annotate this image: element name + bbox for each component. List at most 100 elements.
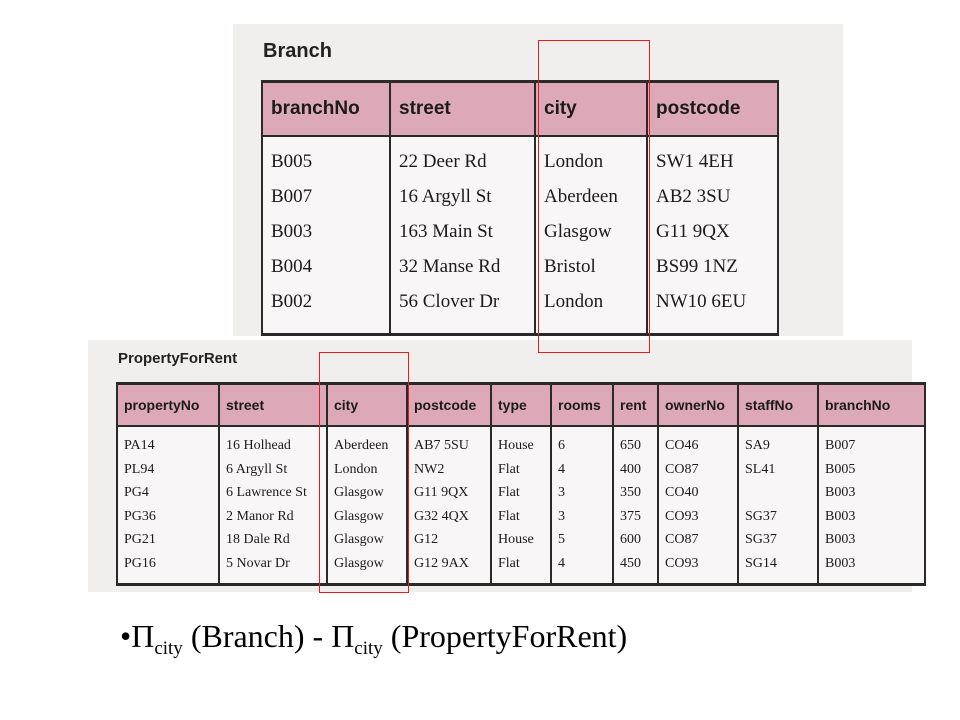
second-relation: (PropertyForRent) <box>382 618 628 654</box>
projection-attribute: city <box>354 638 383 659</box>
table-cell: B004 <box>271 256 313 277</box>
table-cell: B005 <box>825 461 856 477</box>
table-cell: 16 Argyll St <box>399 186 492 207</box>
table-cell: 18 Dale Rd <box>226 532 290 548</box>
table-cell: NW10 6EU <box>656 291 747 312</box>
table-cell: SL41 <box>745 461 776 477</box>
branch-city-highlight-box <box>538 40 650 353</box>
table-cell: B002 <box>271 291 313 312</box>
branch-table-title: Branch <box>263 40 332 62</box>
table-cell: 4 <box>558 461 565 477</box>
table-cell: CO93 <box>665 508 699 524</box>
column-header-postcode: postcode <box>406 382 492 427</box>
table-cell: 56 Clover Dr <box>399 291 500 312</box>
bullet: • <box>120 618 132 654</box>
table-cell: CO46 <box>665 438 699 453</box>
table-cell: G12 <box>414 532 439 548</box>
table-cell: 3 <box>558 485 565 501</box>
table-cell: G11 9QX <box>656 221 730 242</box>
table-cell: SG37 <box>745 532 777 548</box>
column-header-staffno: staffNo <box>737 382 819 427</box>
column-values-street: 22 Deer Rd 16 Argyll St 163 Main St 32 Mans… <box>389 136 536 336</box>
table-cell: 375 <box>620 508 641 524</box>
table-cell: CO93 <box>665 555 699 571</box>
column-header-city: city <box>534 80 648 137</box>
table-cell: PA14 <box>124 438 155 453</box>
table-cell: CO87 <box>665 532 699 548</box>
table-cell: Glasgow <box>334 485 384 501</box>
table-cell: London <box>544 291 604 312</box>
column-header-street: street <box>218 382 328 427</box>
table-cell: PL94 <box>124 461 155 477</box>
table-cell: 163 Main St <box>399 221 493 242</box>
table-cell: 5 Novar Dr <box>226 555 290 571</box>
table-cell: 5 <box>558 532 565 548</box>
table-cell: SG14 <box>745 555 777 571</box>
column-header-rent: rent <box>612 382 659 427</box>
table-cell: 3 <box>558 508 565 524</box>
table-cell: 400 <box>620 461 641 477</box>
table-cell: 16 Holhead <box>226 438 291 453</box>
table-cell: CO40 <box>665 485 699 501</box>
table-cell: G12 9AX <box>414 555 469 571</box>
column-header-branchno: branchNo <box>817 382 926 427</box>
projection-attribute: city <box>154 638 183 659</box>
table-cell: SA9 <box>745 438 770 453</box>
table-cell: PG4 <box>124 485 149 501</box>
table-cell: Bristol <box>544 256 596 277</box>
table-cell: Glasgow <box>334 508 384 524</box>
table-cell: B003 <box>271 221 313 242</box>
table-cell: B003 <box>825 485 856 501</box>
table-cell: London <box>544 151 604 172</box>
relational-algebra-expression: •Πcity (Branch) - Πcity (PropertyForRent… <box>120 618 627 660</box>
table-cell: SW1 4EH <box>656 151 734 172</box>
table-cell: 22 Deer Rd <box>399 151 487 172</box>
table-cell: PG16 <box>124 555 156 571</box>
table-cell: Glasgow <box>544 221 612 242</box>
table-cell: House <box>498 532 534 548</box>
table-cell: CO87 <box>665 461 699 477</box>
table-cell: PG21 <box>124 532 156 548</box>
table-cell: 600 <box>620 532 641 548</box>
column-header-propertyno: propertyNo <box>116 382 220 427</box>
property-city-highlight-box <box>319 352 409 593</box>
table-cell: 2 Manor Rd <box>226 508 294 524</box>
column-header-city: city <box>326 382 408 427</box>
table-cell: G11 9QX <box>414 485 469 501</box>
table-cell: Flat <box>498 555 520 571</box>
table-cell: PG36 <box>124 508 156 524</box>
table-cell: 450 <box>620 555 641 571</box>
table-cell: B007 <box>825 438 856 453</box>
table-cell: Flat <box>498 461 520 477</box>
table-cell: AB7 5SU <box>414 438 469 453</box>
table-cell: B003 <box>825 508 856 524</box>
projection-operator: Π <box>331 618 355 654</box>
table-cell: B003 <box>825 532 856 548</box>
table-cell: 350 <box>620 485 641 501</box>
first-relation: (Branch) - <box>182 618 332 654</box>
table-cell <box>745 482 811 506</box>
table-cell: Flat <box>498 508 520 524</box>
table-cell: Glasgow <box>334 532 384 548</box>
column-header-branchno: branchNo <box>261 80 391 137</box>
column-header-type: type <box>490 382 552 427</box>
column-header-street: street <box>389 80 536 137</box>
table-cell: 650 <box>620 438 641 453</box>
property-table-title: PropertyForRent <box>118 350 238 367</box>
table-cell: 32 Manse Rd <box>399 256 501 277</box>
table-cell: BS99 1NZ <box>656 256 738 277</box>
